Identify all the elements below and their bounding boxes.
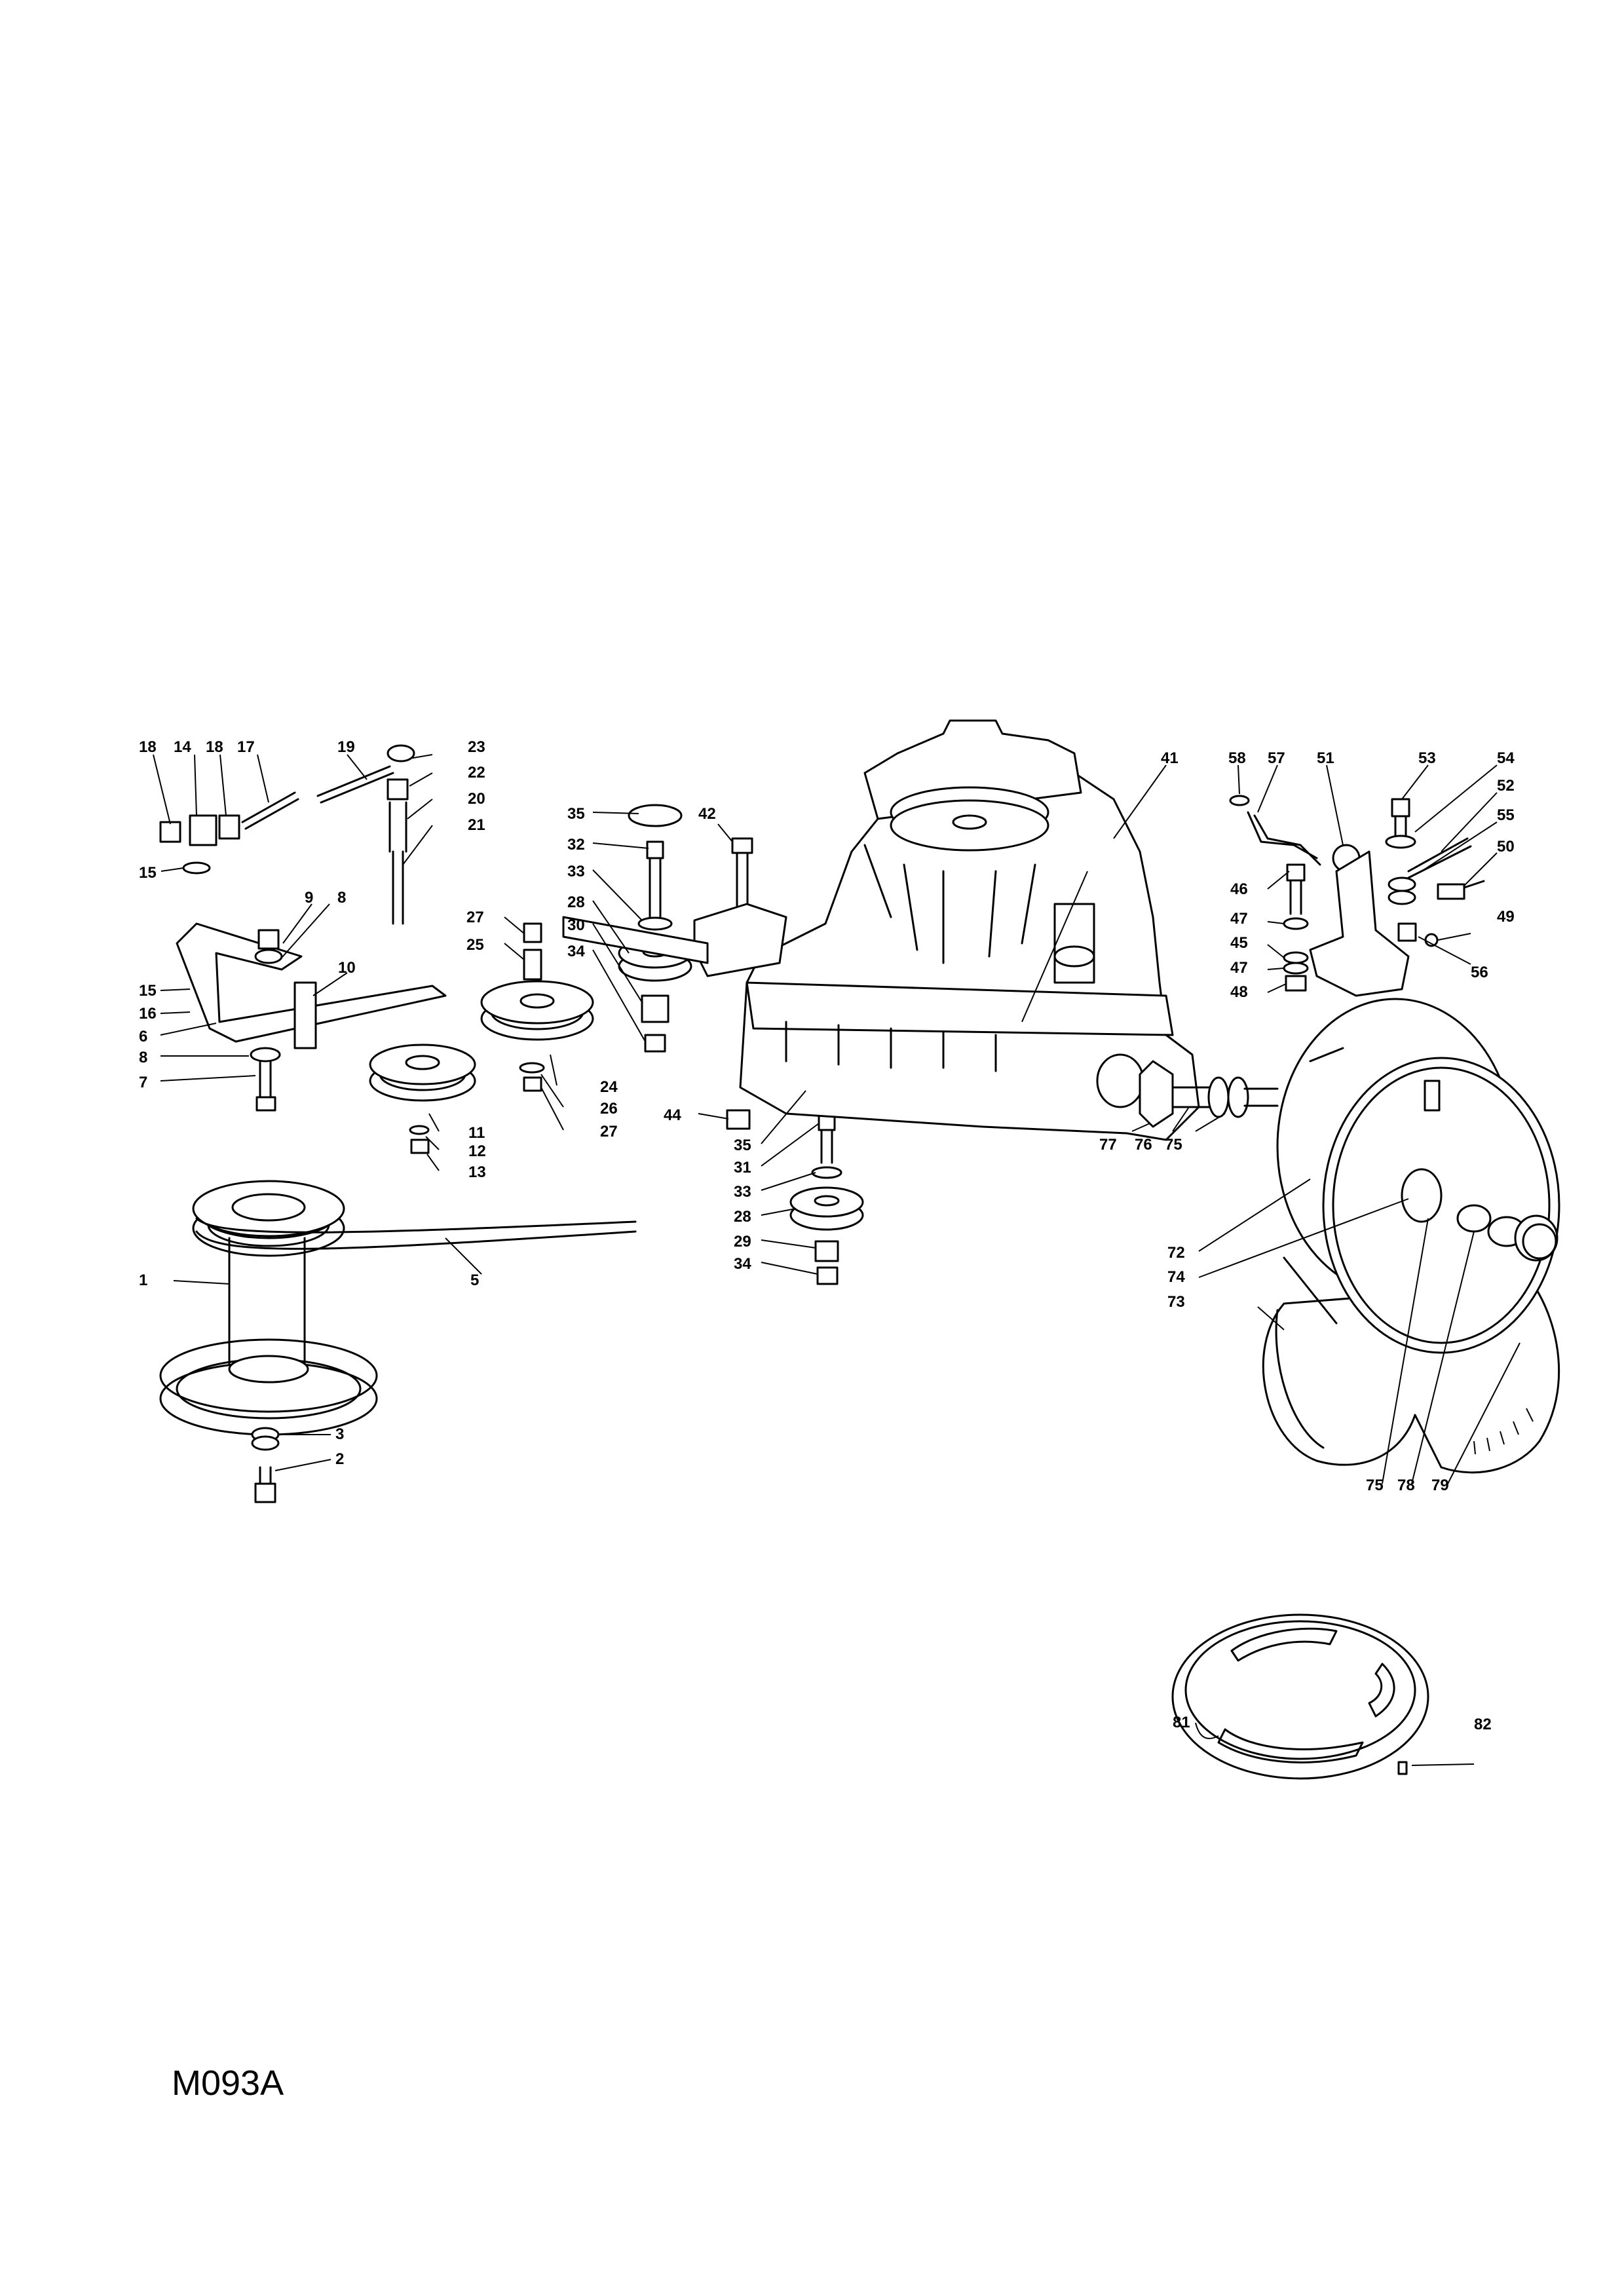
callout-29: 29 [734, 1233, 751, 1251]
callout-35a: 35 [567, 805, 585, 823]
callout-41: 41 [1161, 749, 1179, 767]
callout-32: 32 [567, 836, 585, 854]
callout-25: 25 [466, 936, 484, 954]
callout-6: 6 [139, 1028, 147, 1045]
callout-28b: 28 [734, 1208, 751, 1226]
drawing-code: M093A [172, 2063, 284, 2103]
pulley-bolt [251, 1427, 280, 1503]
callout-26: 26 [600, 1100, 618, 1118]
callout-12: 12 [468, 1142, 486, 1160]
nut-44 [726, 1109, 751, 1130]
callout-24: 24 [600, 1078, 618, 1096]
callout-17: 17 [237, 738, 255, 756]
callout-46: 46 [1230, 880, 1248, 898]
callout-23: 23 [468, 738, 485, 756]
callout-7: 7 [139, 1074, 147, 1091]
callout-73: 73 [1167, 1293, 1185, 1311]
callout-33b: 33 [734, 1183, 751, 1201]
callout-21: 21 [468, 816, 485, 834]
callout-35b: 35 [734, 1137, 751, 1154]
wheel-guard-ring [1171, 1613, 1429, 1780]
callout-3: 3 [335, 1425, 344, 1443]
callout-82: 82 [1474, 1716, 1492, 1733]
callout-33a: 33 [567, 863, 585, 880]
transaxle [562, 719, 1200, 1141]
callout-44: 44 [664, 1106, 681, 1124]
callout-15b: 15 [139, 982, 157, 1000]
callout-42: 42 [698, 805, 716, 823]
callout-49: 49 [1497, 908, 1515, 926]
callout-53: 53 [1418, 749, 1436, 767]
callout-81: 81 [1173, 1714, 1190, 1731]
axle-spacers [1139, 1060, 1279, 1128]
callout-77: 77 [1099, 1136, 1117, 1154]
callout-55: 55 [1497, 806, 1515, 824]
callout-76: 76 [1135, 1136, 1152, 1154]
callout-31: 31 [734, 1159, 751, 1176]
callout-27b: 27 [600, 1123, 618, 1140]
callout-50: 50 [1497, 838, 1515, 856]
leader-lines [153, 754, 1520, 1766]
callout-27a: 27 [466, 909, 484, 926]
callout-54: 54 [1497, 749, 1515, 767]
callout-75b: 75 [1366, 1477, 1384, 1494]
idler-pulley-left [369, 1044, 476, 1154]
belt [195, 1217, 637, 1250]
callout-20: 20 [468, 790, 485, 808]
callout-28a: 28 [567, 894, 585, 911]
idler-arm-bracket [176, 922, 447, 1112]
callout-18b: 18 [206, 738, 223, 756]
callout-47a: 47 [1230, 910, 1248, 928]
callout-16: 16 [139, 1005, 157, 1023]
drive-pulley [159, 1180, 378, 1436]
callout-5: 5 [470, 1271, 479, 1289]
callout-15a: 15 [139, 864, 157, 882]
callout-13: 13 [468, 1163, 486, 1181]
callout-34a: 34 [567, 943, 585, 960]
callout-34b: 34 [734, 1255, 751, 1273]
callout-30: 30 [567, 916, 585, 934]
callout-18a: 18 [139, 738, 157, 756]
callout-57: 57 [1268, 749, 1285, 767]
part-callouts: 18 14 18 17 19 23 22 20 21 15 9 8 10 15 … [139, 738, 1515, 1733]
callout-45: 45 [1230, 934, 1248, 952]
callout-1: 1 [139, 1271, 147, 1289]
callout-10: 10 [338, 959, 356, 977]
idler-pulley-right [480, 922, 594, 1092]
callout-11: 11 [468, 1124, 485, 1142]
callout-58: 58 [1228, 749, 1246, 767]
callout-14: 14 [174, 738, 191, 756]
tension-rod-assembly [159, 744, 415, 925]
callout-9: 9 [305, 889, 313, 907]
callout-72: 72 [1167, 1244, 1185, 1262]
callout-79: 79 [1431, 1477, 1449, 1494]
callout-22: 22 [468, 764, 485, 781]
rear-wheel [1262, 998, 1560, 1474]
callout-52: 52 [1497, 777, 1515, 795]
callout-19: 19 [337, 738, 355, 756]
brake-linkage [1229, 795, 1485, 997]
callout-78: 78 [1397, 1477, 1415, 1494]
callout-48: 48 [1230, 983, 1248, 1001]
callout-56: 56 [1471, 964, 1488, 981]
callout-8b: 8 [139, 1049, 147, 1066]
callout-75a: 75 [1165, 1136, 1182, 1154]
callout-8a: 8 [337, 889, 346, 907]
callout-47b: 47 [1230, 959, 1248, 977]
callout-2: 2 [335, 1450, 344, 1468]
callout-51: 51 [1317, 749, 1334, 767]
callout-74: 74 [1167, 1268, 1185, 1286]
